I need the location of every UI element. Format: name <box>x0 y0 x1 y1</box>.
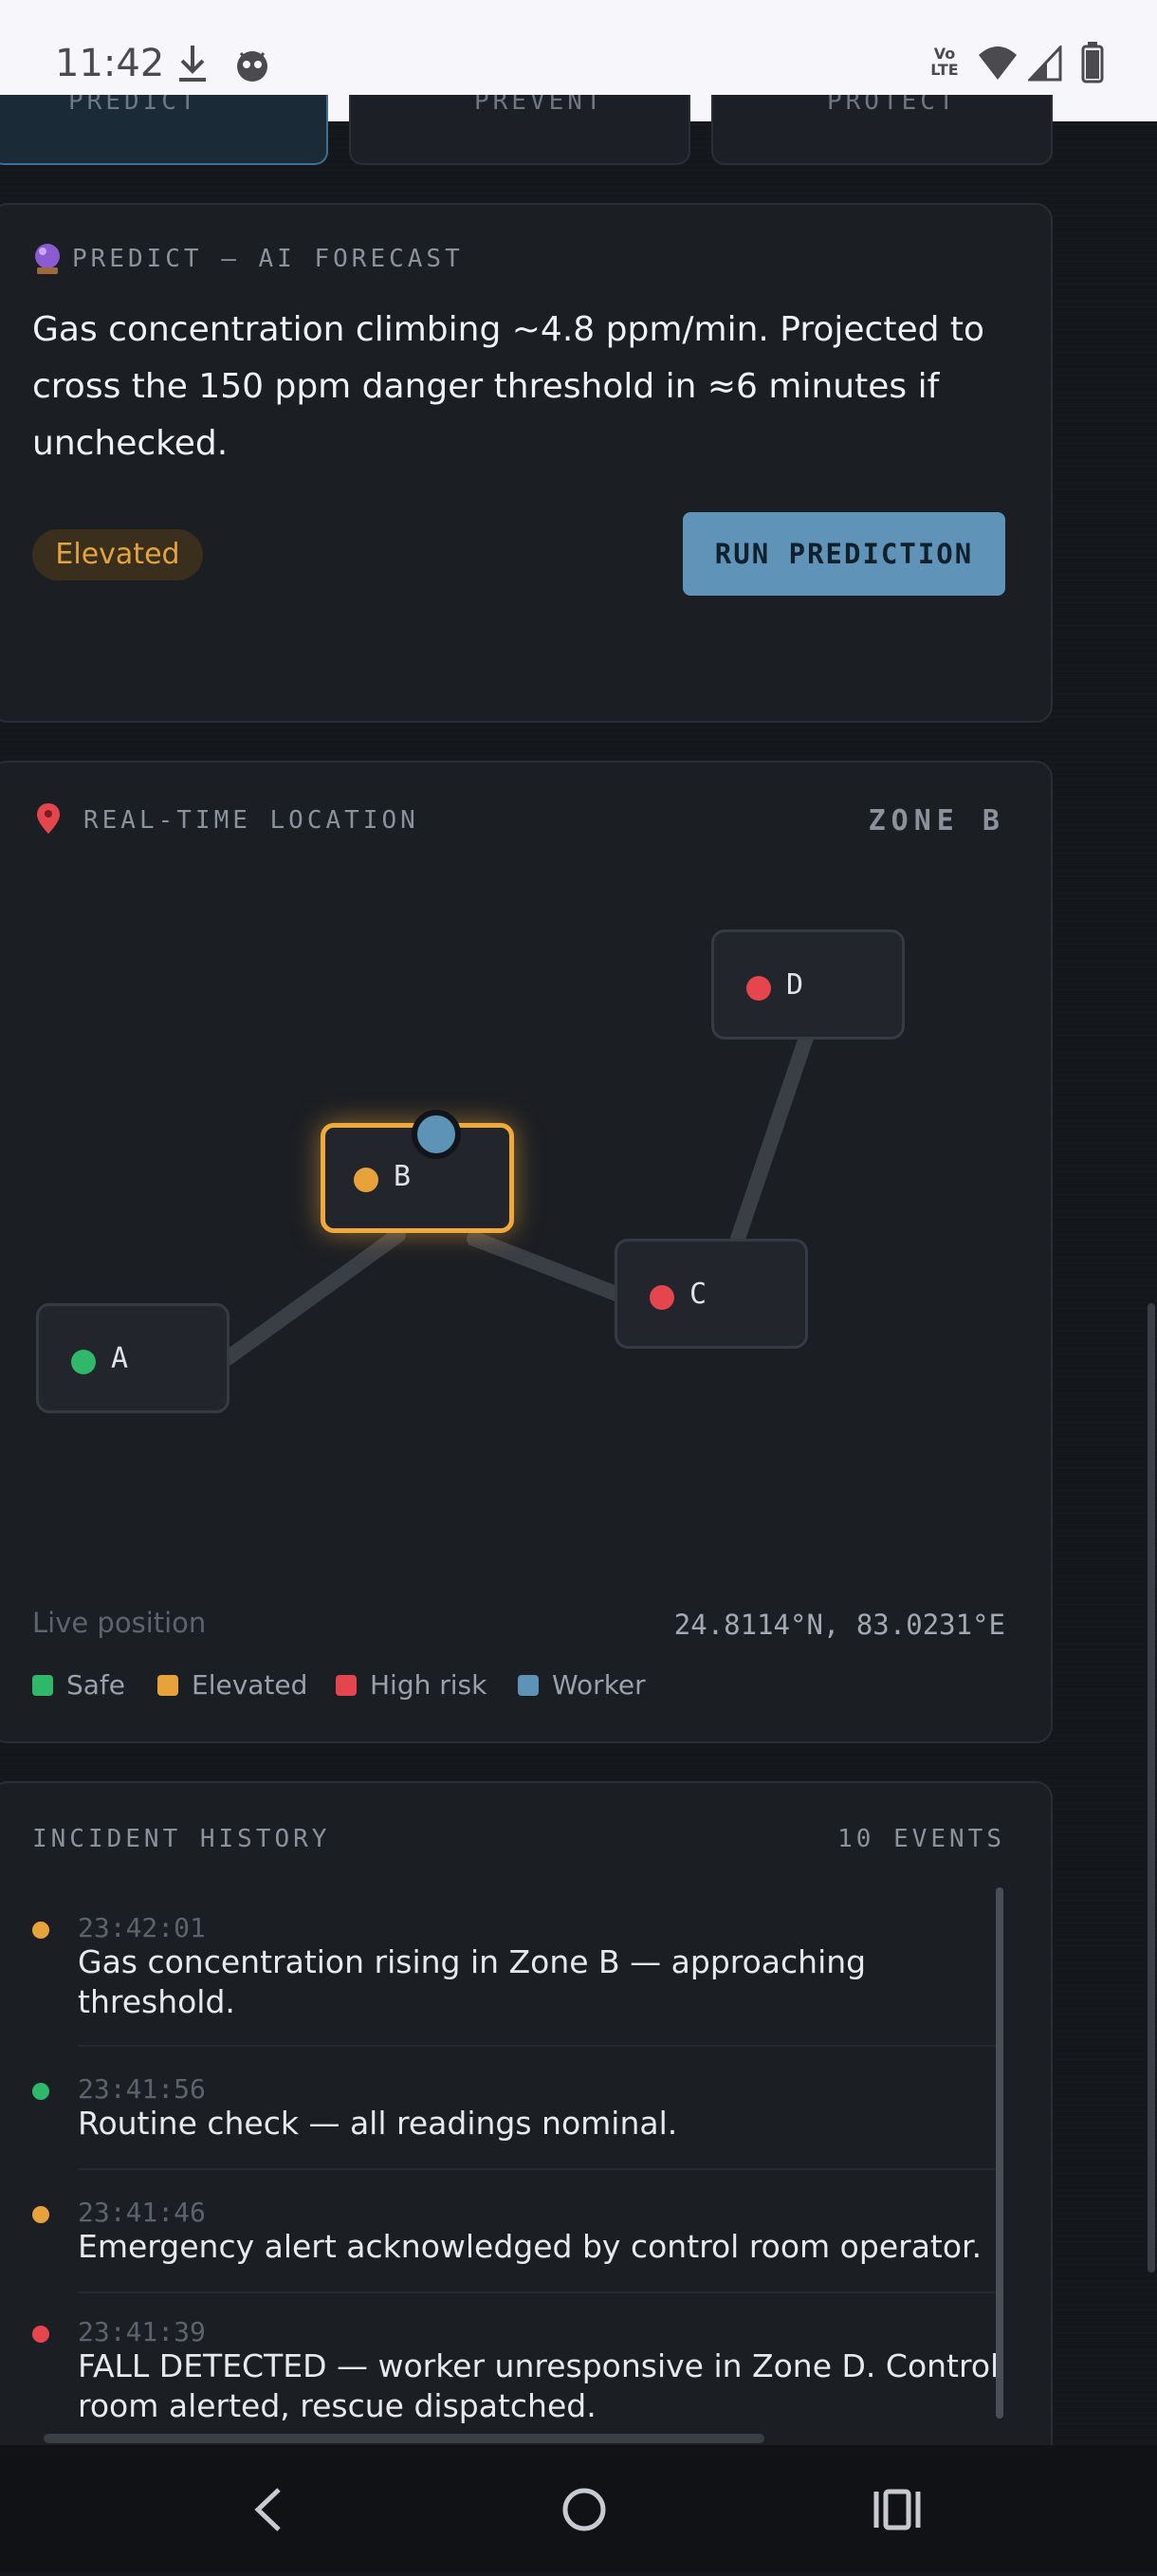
battery-icon <box>1081 42 1104 83</box>
legend-label: Elevated <box>192 1669 308 1701</box>
tab-prevent-label: PREVENT <box>474 95 605 116</box>
incident-text: Routine check — all readings nominal. <box>78 2105 678 2142</box>
incident-level-dot <box>32 1922 49 1939</box>
zone-status-dot <box>71 1350 96 1374</box>
tab-predict-label: PREDICT <box>68 95 199 116</box>
incident-time: 23:42:01 <box>78 1912 206 1943</box>
navigation-bar <box>0 2445 1157 2572</box>
forecast-label: PREDICT — AI FORECAST <box>72 245 464 273</box>
incident-time: 23:41:56 <box>78 2073 206 2105</box>
status-time: 11:42 <box>55 42 165 85</box>
legend-swatch <box>518 1675 539 1696</box>
incident-count: 10 EVENTS <box>837 1825 1005 1853</box>
legend-label: High risk <box>370 1669 487 1701</box>
recents-button[interactable] <box>816 2445 967 2572</box>
divider <box>78 2045 998 2047</box>
wifi-icon <box>979 46 1017 80</box>
crystal-ball-icon <box>35 244 60 274</box>
zone-node-label: D <box>786 968 804 1002</box>
zone-node-d[interactable]: D <box>711 929 905 1040</box>
recents-icon <box>873 2489 921 2530</box>
tab-protect[interactable]: PROTECT <box>711 95 1053 165</box>
incident-list-scrollbar[interactable] <box>996 1887 1003 2419</box>
incident-list-horizontal-scrollbar[interactable] <box>44 2434 764 2443</box>
back-button[interactable] <box>186 2445 338 2572</box>
divider <box>78 2291 998 2293</box>
legend-swatch <box>157 1675 178 1696</box>
download-icon <box>179 46 206 82</box>
incident-text: Gas concentration rising in Zone B — app… <box>78 1943 867 2020</box>
location-label: REAL-TIME LOCATION <box>83 806 419 835</box>
forecast-card <box>0 203 1053 723</box>
signal-icon <box>1028 46 1062 82</box>
zone-node-label: A <box>111 1342 129 1375</box>
tab-protect-label: PROTECT <box>827 95 958 116</box>
incident-history-label: INCIDENT HISTORY <box>32 1825 331 1853</box>
legend-swatch <box>32 1675 53 1696</box>
zone-node-label: B <box>394 1160 412 1193</box>
back-icon <box>254 2488 281 2531</box>
incident-text: Emergency alert acknowledged by control … <box>78 2228 983 2265</box>
zone-status-dot <box>746 976 771 1001</box>
incident-history-card <box>0 1781 1053 2506</box>
zone-indicator: ZONE B <box>868 804 1005 837</box>
volte-icon: Vo LTE <box>930 45 959 79</box>
incident-level-dot <box>32 2083 49 2100</box>
list-item[interactable]: 23:41:46 Emergency alert acknowledged by… <box>0 2197 998 2316</box>
divider <box>78 2168 998 2170</box>
tab-prevent[interactable]: PREVENT <box>349 95 690 165</box>
list-item[interactable]: 23:41:39 FALL DETECTED — worker unrespon… <box>0 2316 999 2439</box>
coordinates-readout: 24.8114°N, 83.0231°E <box>673 1609 1005 1641</box>
list-item[interactable]: 23:42:01 Gas concentration rising in Zon… <box>0 1912 998 2073</box>
live-position-label: Live position <box>32 1607 207 1639</box>
page-scrollbar[interactable] <box>1148 1303 1155 2272</box>
zone-status-dot <box>354 1168 378 1192</box>
list-item[interactable]: 23:41:56 Routine check — all readings no… <box>0 2073 998 2197</box>
tab-predict[interactable]: PREDICT <box>0 95 328 165</box>
forecast-text: Gas concentration climbing ~4.8 ppm/min.… <box>32 310 985 463</box>
legend-swatch <box>336 1675 357 1696</box>
incident-time: 23:41:39 <box>78 2316 206 2347</box>
incident-level-dot <box>32 2206 49 2223</box>
app-notification-icon <box>237 51 267 82</box>
zone-node-a[interactable]: A <box>36 1303 230 1413</box>
run-prediction-button[interactable]: RUN PREDICTION <box>683 512 1005 596</box>
home-icon <box>562 2488 606 2531</box>
home-button[interactable] <box>503 2445 654 2572</box>
incident-time: 23:41:46 <box>78 2197 206 2228</box>
legend-label: Safe <box>66 1669 126 1701</box>
zone-node-label: C <box>689 1278 707 1311</box>
zone-status-dot <box>650 1285 674 1310</box>
status-badge: Elevated <box>32 529 203 580</box>
incident-level-dot <box>32 2326 49 2343</box>
incident-text: FALL DETECTED — worker unresponsive in Z… <box>78 2347 1000 2424</box>
worker-marker[interactable] <box>412 1110 461 1159</box>
legend-label: Worker <box>552 1669 646 1701</box>
zone-node-c[interactable]: C <box>615 1239 808 1349</box>
map-pin-icon <box>37 803 60 834</box>
